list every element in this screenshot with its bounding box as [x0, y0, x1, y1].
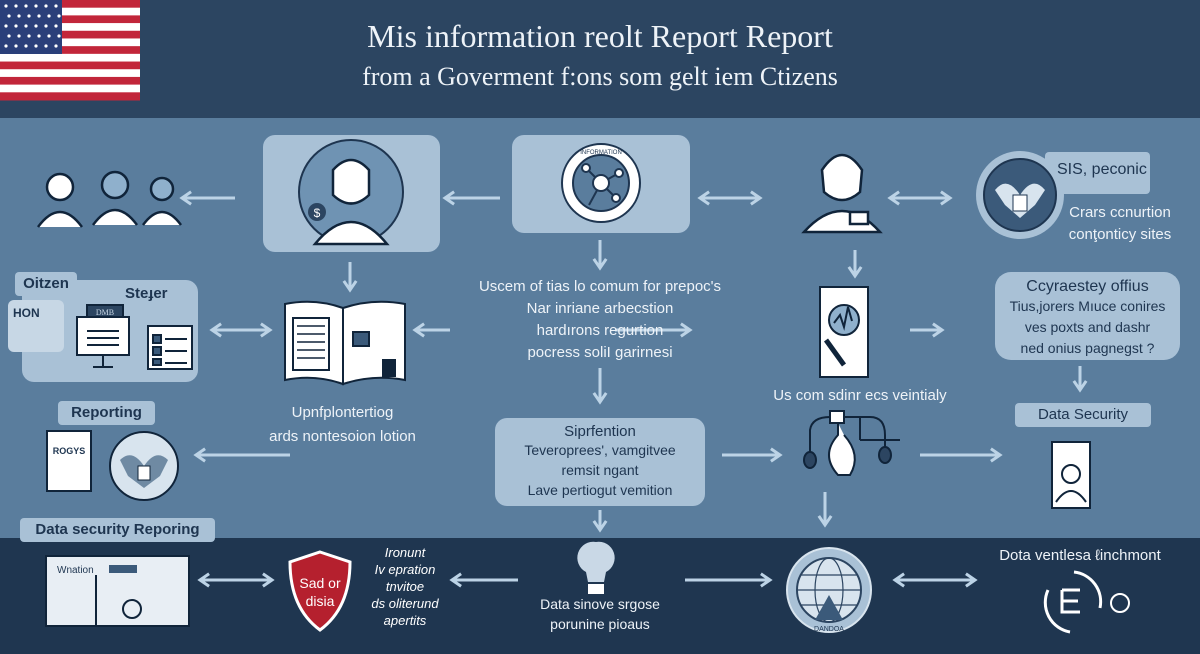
arrow [592, 240, 608, 271]
text-line: tnvitoe [385, 579, 425, 594]
data-security-label: Data Security [1015, 403, 1151, 427]
seal-caption-line1: Crars ccnurtion [1069, 204, 1171, 221]
arrow [592, 368, 608, 405]
arrow [920, 447, 1003, 463]
agent-person-icon [801, 153, 883, 234]
policy-card-title: Ccyraestey offius [1026, 278, 1149, 295]
sync-cycle-icon [1043, 570, 1130, 634]
arrow [209, 322, 273, 338]
page-subtitle: from a Goverment f:ons som gelt iem Ctiz… [362, 62, 838, 91]
text-line: porunine pioaus [550, 616, 650, 632]
svg-text:$: $ [314, 206, 321, 220]
text-line: Uscem of tias lo comum for prepoc's [478, 278, 722, 295]
globe-seal-icon: DANDOA [786, 547, 872, 633]
text-line: remsit ngant [561, 462, 639, 478]
arrow [817, 492, 833, 528]
text-line: apertits [383, 613, 427, 628]
arrow [342, 262, 358, 293]
text-line: ves poxts and dashr [1024, 319, 1151, 335]
id-photo-icon [1051, 441, 1091, 509]
footer-document-label: Wnation [57, 565, 94, 576]
citizen-tab-label: Oitzen [15, 272, 77, 296]
chart-document-icon [819, 286, 869, 378]
arrow [442, 190, 500, 206]
arrow [197, 572, 275, 588]
shield-caption: Ironunt Iv epration tnvitoe ds oliterund ape… [355, 544, 455, 629]
globe-person-icon: $ [298, 139, 404, 246]
arrow [887, 190, 953, 206]
clipboard-icon [147, 325, 193, 370]
citizens-group-icon [36, 170, 183, 228]
middle-caption: Us com sdinr ecs veintialy [773, 387, 947, 404]
prevention-card-title: Siprfention [564, 423, 636, 440]
shield-text-line1: Sad or [299, 575, 341, 591]
hon-document: HON [8, 300, 64, 352]
network-seal-icon: INFORMATION [561, 143, 641, 223]
arrow [685, 572, 773, 588]
arrow [722, 447, 783, 463]
printer-label: DMB [96, 308, 114, 317]
us-flag-icon [0, 0, 140, 101]
seal-label: SIS, peconic [1045, 152, 1150, 194]
arrow [697, 190, 763, 206]
hon-document-label: HON [13, 306, 40, 320]
arrow [193, 447, 290, 463]
text-line: pocress soliI garirnesi [527, 344, 673, 361]
arrow [847, 250, 863, 279]
left-mid-text-line2: ards nontesoion lotion [269, 428, 416, 445]
arrow [892, 572, 978, 588]
arrow [592, 510, 608, 533]
globe-seal-text: DANDOA [814, 626, 844, 633]
eagle-seal-icon [976, 151, 1064, 239]
text-line: Iv epration [374, 562, 436, 577]
security-shield-icon: Sad or disia [288, 550, 352, 632]
arrow [615, 322, 693, 338]
text-line: Tius,jorers Mıuce conires [1009, 298, 1166, 314]
seal-ring-text: INFORMATION [580, 150, 622, 156]
left-mid-text-line1: Upnfplontertiog [291, 404, 394, 421]
arrow [1072, 366, 1088, 393]
text-line: Nar inriane arbecstion [526, 300, 674, 317]
reporting-label: Reporting [58, 401, 155, 425]
footer-right-title: Dota ventlesa ℓinchmont [999, 547, 1161, 564]
citizen-card-title: Steɟer [125, 285, 168, 302]
page-title: Mis information reolt Report Report [367, 18, 833, 54]
lightbulb-icon [577, 541, 615, 594]
shield-text-line2: disia [306, 593, 335, 609]
arrow [449, 572, 518, 588]
data-security-reporting-label: Data security Reporing [20, 518, 215, 542]
prevention-card: Siprfention Teveroprees', vamgitvee remsi… [495, 418, 705, 506]
eagle-seal-icon [109, 431, 179, 501]
text-line: Lave pertiogut vemition [527, 482, 673, 498]
text-line: Ironunt [384, 545, 426, 560]
printer-icon: DMB [76, 304, 130, 368]
text-line: Teveroprees', vamgitvee [524, 442, 676, 458]
text-line: Data sinove srgose [540, 596, 660, 612]
open-report-icon [284, 300, 406, 386]
header-band [0, 0, 1200, 118]
bulb-caption: Data sinove srgose porunine pioaus [520, 594, 680, 634]
text-line: ds oliterund [371, 596, 439, 611]
arrow [412, 322, 450, 338]
text-line: ned onius pagnegst ? [1020, 340, 1155, 356]
rogys-document-icon: ROGYS [46, 430, 92, 492]
policy-card: Ccyraestey offius Tius,jorers Mıuce coni… [995, 272, 1180, 360]
arrow [910, 322, 945, 338]
rogys-document-label: ROGYS [52, 446, 86, 456]
whistleblower-document-icon: Wnation [45, 555, 190, 627]
seal-caption-line2: conţonticy sites [1068, 226, 1172, 243]
arrow [179, 190, 235, 206]
lab-apparatus-icon [803, 410, 900, 476]
text-line: hardırons regurtion [536, 322, 664, 339]
